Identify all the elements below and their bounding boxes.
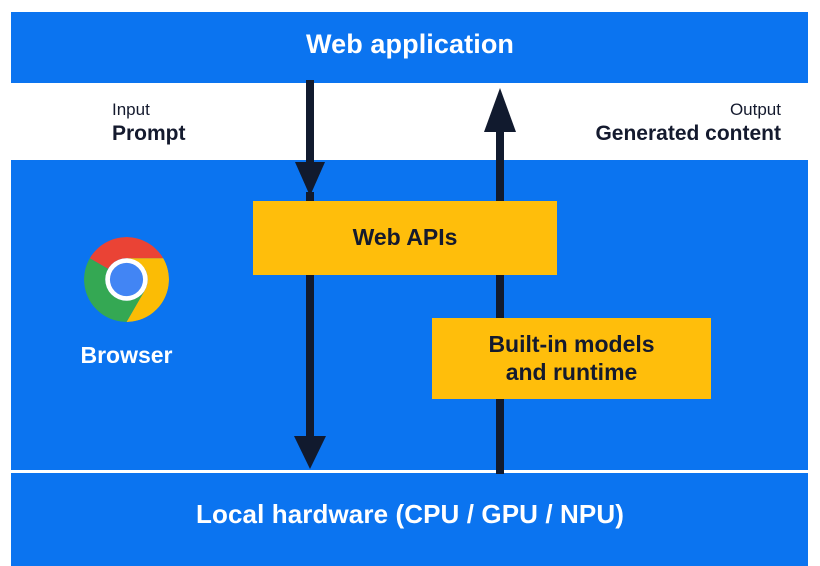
label-output-value: Generated content [595, 122, 781, 146]
box-builtin-models[interactable]: Built-in models and runtime [432, 318, 711, 399]
band-web-application [11, 12, 808, 83]
band-local-hardware [11, 473, 808, 566]
box-web-apis[interactable]: Web APIs [253, 201, 557, 275]
label-input-kind: Input [112, 100, 150, 119]
up-arrow-icon [484, 88, 516, 474]
web-application-title: Web application [305, 29, 515, 59]
down-arrow-icon [294, 80, 326, 469]
local-hardware-title: Local hardware (CPU / GPU / NPU) [196, 499, 624, 529]
chrome-logo-icon [84, 237, 169, 322]
label-output: Output Generated content [595, 100, 781, 147]
browser-label: Browser [80, 342, 173, 368]
label-output-kind: Output [729, 100, 781, 119]
label-input: Input Prompt [112, 100, 186, 147]
box-builtin-models-label: Built-in models and runtime [488, 330, 655, 385]
label-input-value: Prompt [112, 122, 186, 146]
box-web-apis-label: Web APIs [352, 224, 458, 251]
